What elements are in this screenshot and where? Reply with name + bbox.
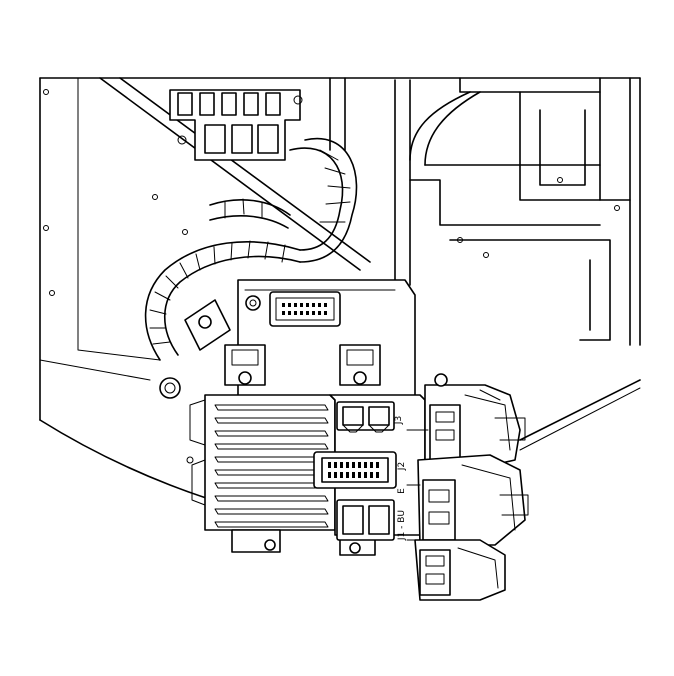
connector-j2: J2 — [313, 451, 407, 489]
wiring-harness — [144, 137, 358, 399]
label-j2: J2 — [397, 462, 407, 471]
upper-connector-pins — [282, 303, 327, 315]
label-j3: J3 — [394, 416, 404, 425]
connector-j1: J1 - BU E — [336, 488, 407, 541]
label-j1-bu: J1 - BU — [397, 510, 407, 541]
label-e: E — [397, 488, 407, 494]
upper-relay-bracket — [169, 89, 303, 161]
ecm-bracket — [224, 279, 416, 431]
body-panel-frame — [39, 77, 641, 521]
j2-pins — [328, 462, 379, 478]
connector-j3: J3 — [336, 401, 404, 433]
harness-plugs — [406, 373, 529, 601]
